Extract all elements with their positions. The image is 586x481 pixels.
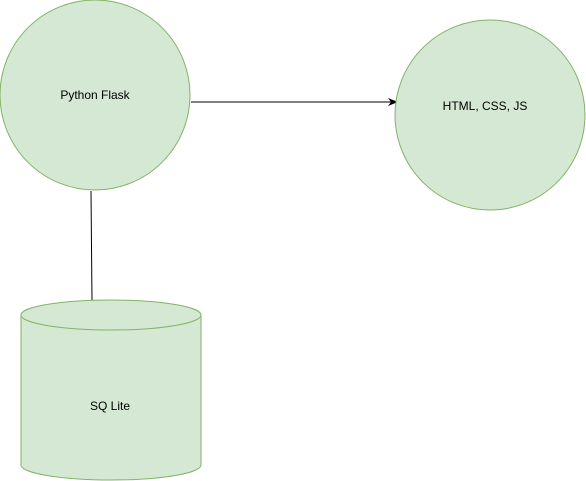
node-database-top <box>20 299 202 331</box>
node-frontend-shape <box>394 19 586 211</box>
node-database-body <box>20 315 202 481</box>
node-database[interactable]: SQ Lite <box>20 299 202 481</box>
node-frontend[interactable]: HTML, CSS, JS <box>394 19 586 211</box>
node-python-flask-label: Python Flask <box>60 88 130 102</box>
node-python-flask-shape <box>0 0 191 191</box>
node-database-label: SQ Lite <box>90 399 130 413</box>
edge-flask-to-database <box>90 190 93 302</box>
node-frontend-label: HTML, CSS, JS <box>443 99 528 113</box>
node-python-flask[interactable]: Python Flask <box>0 0 191 191</box>
